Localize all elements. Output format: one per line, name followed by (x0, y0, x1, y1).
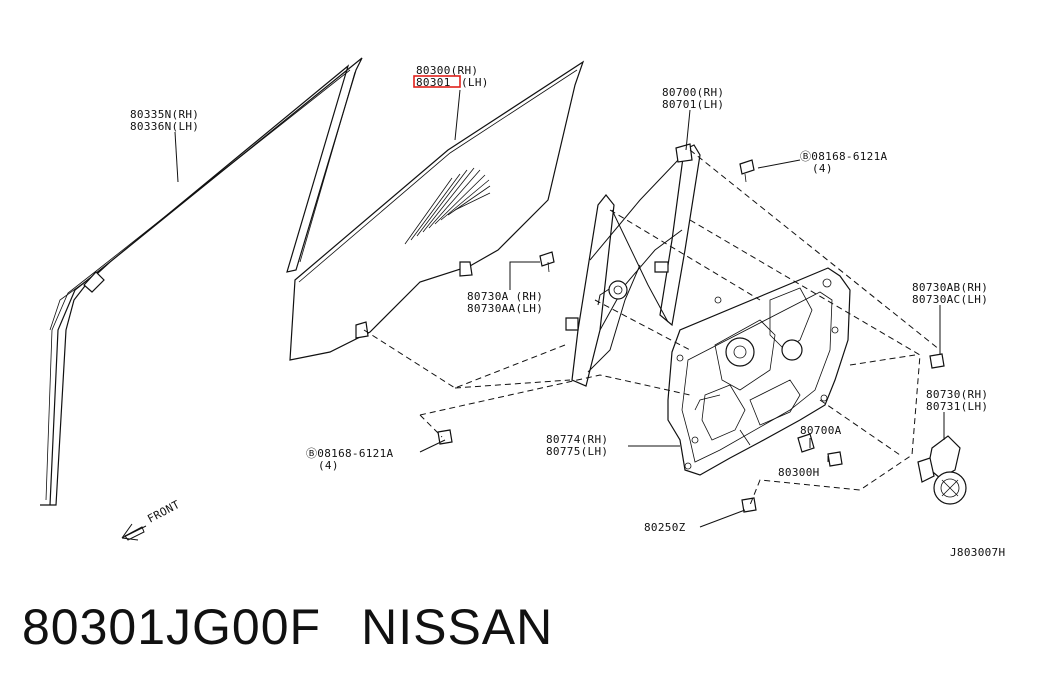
label-regulator-lh: 80701(LH) (662, 98, 724, 111)
fastener-bolt-clamp (539, 251, 555, 273)
label-glass-lh-side: (LH) (461, 76, 489, 89)
fastener-80730ab (929, 353, 945, 369)
regulator-motor (917, 435, 967, 505)
fastener-bolt-bottom (437, 429, 453, 445)
label-bolt-top-qty: (4) (812, 162, 833, 175)
window-sash-channel (40, 57, 363, 506)
label-bolt-bottom-qty: (4) (318, 459, 339, 472)
glass-hatching (404, 167, 491, 245)
label-bolt-bottom: Ⓑ08168-6121A (306, 447, 394, 460)
label-motor-lh: 80731(LH) (926, 400, 988, 413)
label-clamp-rh: 80730A (RH) (467, 290, 543, 303)
label-glass-lh-code: 80301 (416, 76, 451, 89)
label-module-rh: 80774(RH) (546, 433, 608, 446)
label-motor-bracket-rh: 80730AB(RH) (912, 281, 988, 294)
door-module-panel (667, 267, 851, 476)
label-clip-80700a: 80700A (800, 424, 842, 437)
door-glass (289, 60, 585, 361)
fastener-bolt-top (739, 159, 755, 183)
label-screw-80250z: 80250Z (644, 521, 686, 534)
leader-lines (174, 89, 945, 528)
fastener-80300h (827, 451, 843, 467)
label-sash-lh: 80336N(LH) (130, 120, 199, 133)
highlight-box (413, 75, 461, 88)
front-direction-indicator: FRONT (121, 498, 182, 541)
label-sash-rh: 80335N(RH) (130, 108, 199, 121)
fastener-80250z (741, 497, 757, 513)
label-glass-rh: 80300(RH) (416, 64, 478, 77)
footer: 80301JG00F NISSAN (22, 598, 553, 656)
assembly-dashed-lines (363, 149, 941, 506)
parts-diagram: 80300(RH) 80301 (LH) 80335N(RH) 80336N(L… (40, 57, 1005, 559)
drawing-id: J803007H (950, 546, 1005, 559)
label-clip-80300h: 80300H (778, 466, 820, 479)
labels: 80300(RH) 80301 (LH) 80335N(RH) 80336N(L… (130, 64, 1005, 559)
window-regulator (565, 143, 701, 387)
label-clamp-lh: 80730AA(LH) (467, 302, 543, 315)
label-motor-rh: 80730(RH) (926, 388, 988, 401)
brand-name: NISSAN (361, 599, 554, 655)
front-label: FRONT (145, 498, 182, 526)
label-motor-bracket-lh: 80730AC(LH) (912, 293, 988, 306)
part-number: 80301JG00F (22, 599, 322, 655)
label-bolt-top: Ⓑ08168-6121A (800, 150, 888, 163)
label-module-lh: 80775(LH) (546, 445, 608, 458)
label-regulator-rh: 80700(RH) (662, 86, 724, 99)
